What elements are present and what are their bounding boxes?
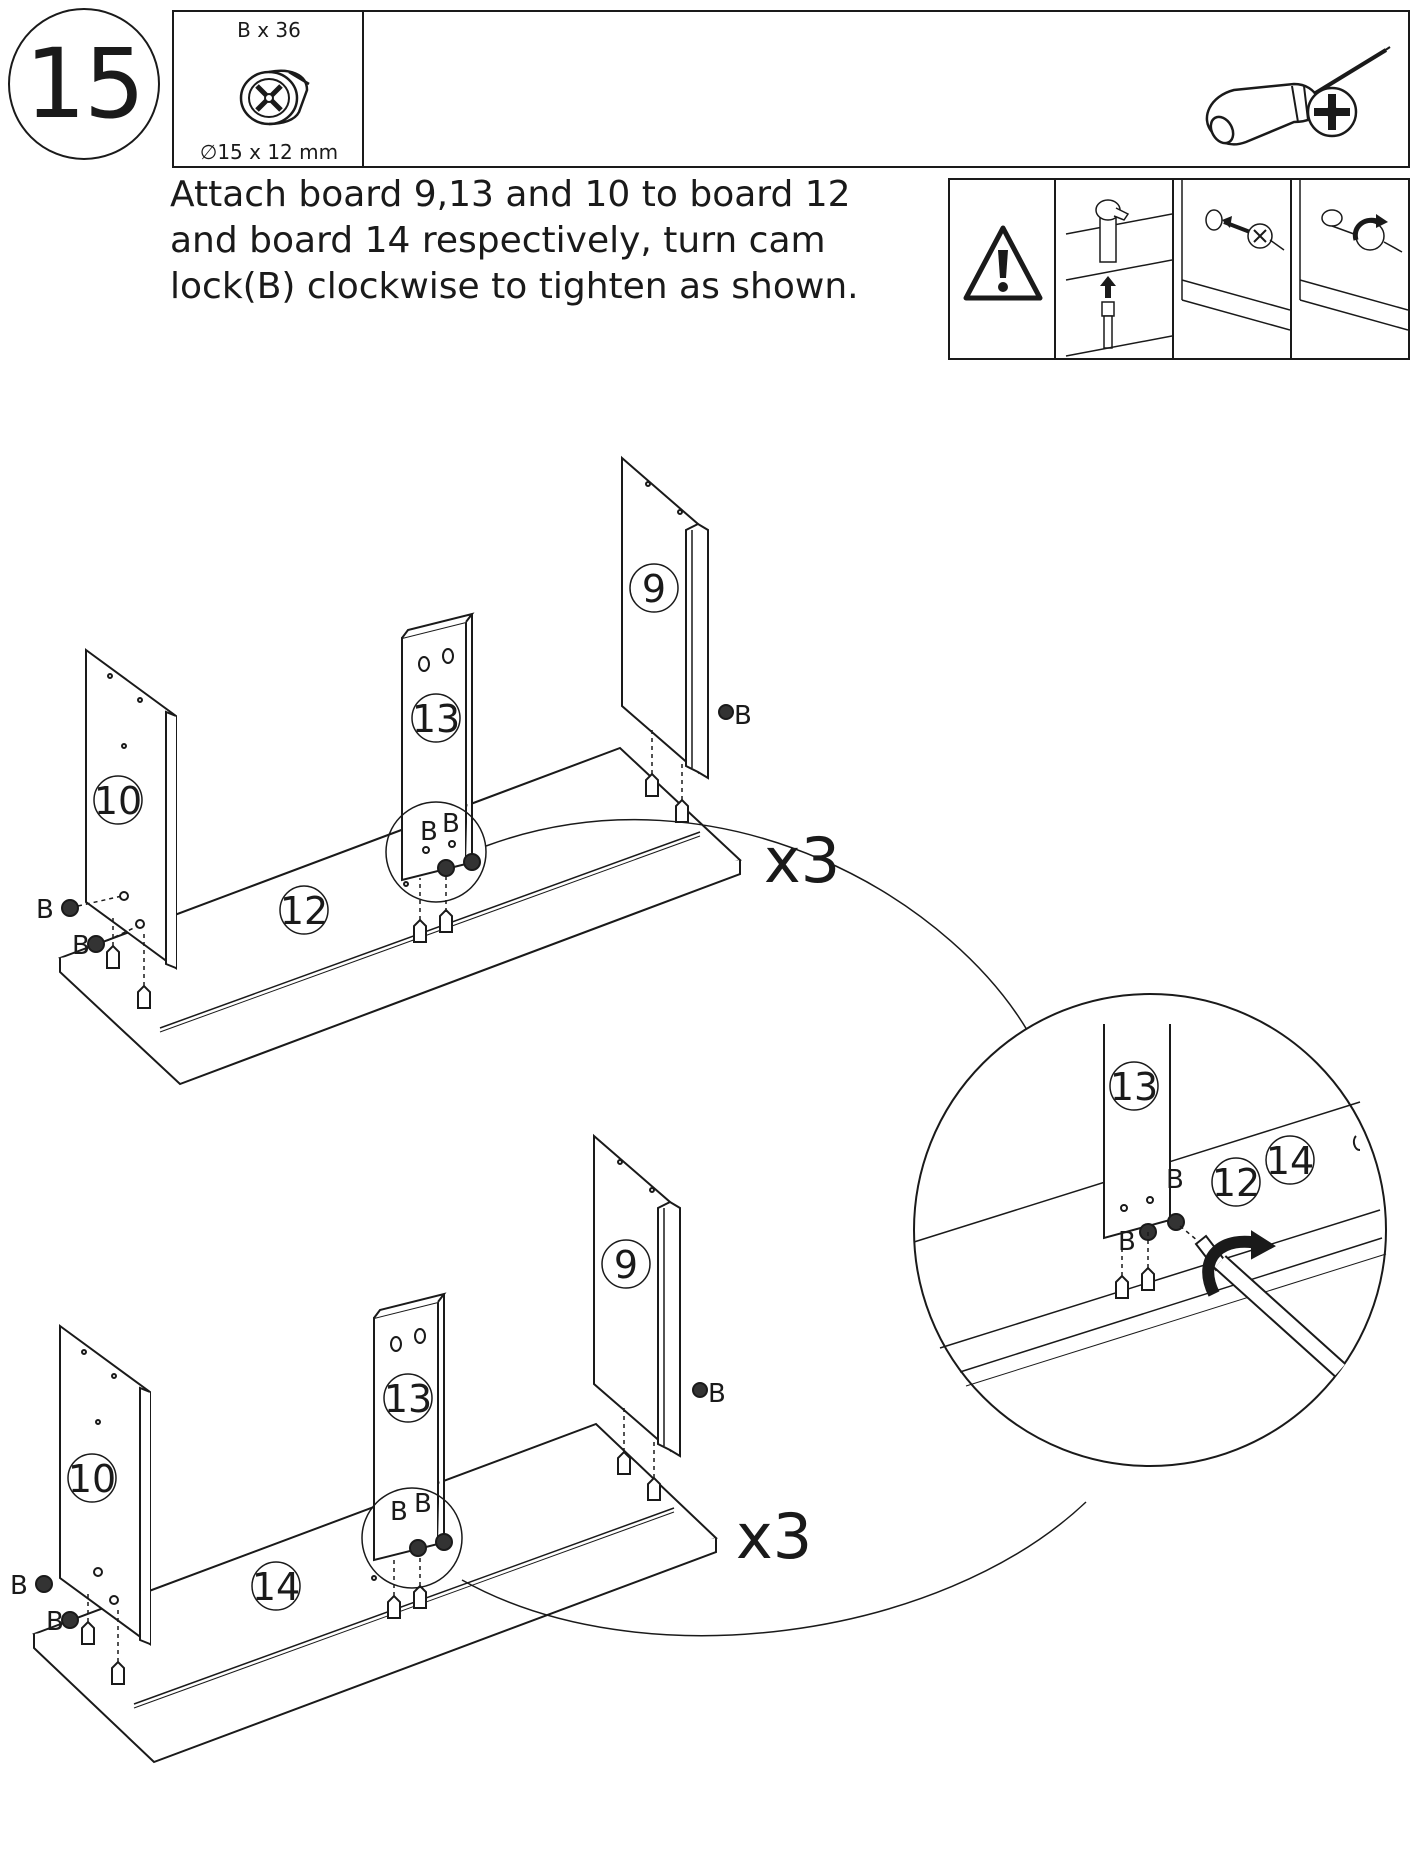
top-label-board-9: 9 [642, 567, 666, 611]
bottom-cam-label-5: B [46, 1607, 64, 1637]
sequence-step-insert-dowel [1056, 180, 1174, 358]
bottom-cam-label-3: B [414, 1489, 432, 1519]
phillips-head-icon [1306, 86, 1358, 138]
detail-label-board-14: 14 [1266, 1139, 1314, 1183]
detail-cam-label-2: B [1118, 1227, 1136, 1257]
warning-icon [963, 225, 1043, 301]
bottom-cam-label-2: B [390, 1497, 408, 1527]
top-label-board-10: 10 [94, 779, 142, 823]
bottom-label-board-14: 14 [252, 1565, 300, 1609]
top-assembly-labels: 9 13 10 12 B B B B B x3 [36, 563, 840, 961]
bottom-cam-locks [35, 1382, 708, 1629]
bottom-detail-circle [361, 1487, 463, 1589]
cam-turn-icon [1299, 180, 1409, 331]
cam-insert-icon [1181, 180, 1291, 331]
sequence-step-insert-cam [1174, 180, 1292, 358]
top-cam-label-5: B [72, 931, 90, 961]
step-number: 15 [8, 8, 160, 160]
cam-lock-dimension: ∅15 x 12 mm [199, 140, 339, 164]
top-cam-label-1: B [734, 701, 752, 731]
step-number-text: 15 [24, 28, 145, 140]
bottom-assembly-labels: 9 13 10 14 B B B B B x3 [10, 1239, 812, 1637]
board-12-edge [59, 860, 741, 1086]
top-dowels [106, 772, 689, 1009]
bottom-cam-label-4: B [10, 1571, 28, 1601]
top-assembly [58, 455, 742, 1086]
bottom-cam-label-1: B [708, 1379, 726, 1409]
bottom-label-board-10: 10 [68, 1457, 116, 1501]
detail-label-board-13: 13 [1110, 1065, 1158, 1109]
instruction-text: Attach board 9,13 and 10 to board 12 and… [170, 172, 950, 310]
top-label-board-13: 13 [412, 697, 460, 741]
bottom-assembly [32, 1133, 718, 1764]
warning-cell [950, 180, 1056, 358]
parts-cell-cam-lock: B x 36 ∅15 x 12 mm [174, 12, 364, 166]
cam-lock-icon [239, 69, 310, 126]
instruction-line-1: Attach board 9,13 and 10 to board 12 [170, 174, 851, 215]
top-cam-locks [61, 704, 734, 953]
top-cam-label-4: B [36, 895, 54, 925]
bottom-label-board-9: 9 [614, 1243, 638, 1287]
cam-lock-quantity: B x 36 [237, 18, 301, 42]
instruction-line-2: and board 14 respectively, turn cam [170, 220, 826, 261]
bottom-label-board-13: 13 [384, 1377, 432, 1421]
top-detail-circle [385, 801, 487, 903]
detail-cam-label-1: B [1166, 1165, 1184, 1195]
top-cam-label-2: B [420, 817, 438, 847]
detail-label-board-12: 12 [1212, 1161, 1260, 1205]
top-multiplier: x3 [764, 824, 840, 897]
sequence-step-turn-cam [1292, 180, 1409, 358]
instruction-line-3: lock(B) clockwise to tighten as shown. [170, 266, 859, 307]
cam-lock-sequence-panel [948, 178, 1410, 360]
dowel-insert-icon [1065, 199, 1173, 357]
detail-callout [461, 818, 1387, 1637]
top-cam-label-3: B [442, 809, 460, 839]
bottom-multiplier: x3 [736, 1500, 812, 1573]
detail-labels: 13 12 14 B B [1109, 1061, 1315, 1257]
top-label-board-12: 12 [280, 889, 328, 933]
parts-panel: B x 36 ∅15 x 12 mm [172, 10, 1410, 168]
